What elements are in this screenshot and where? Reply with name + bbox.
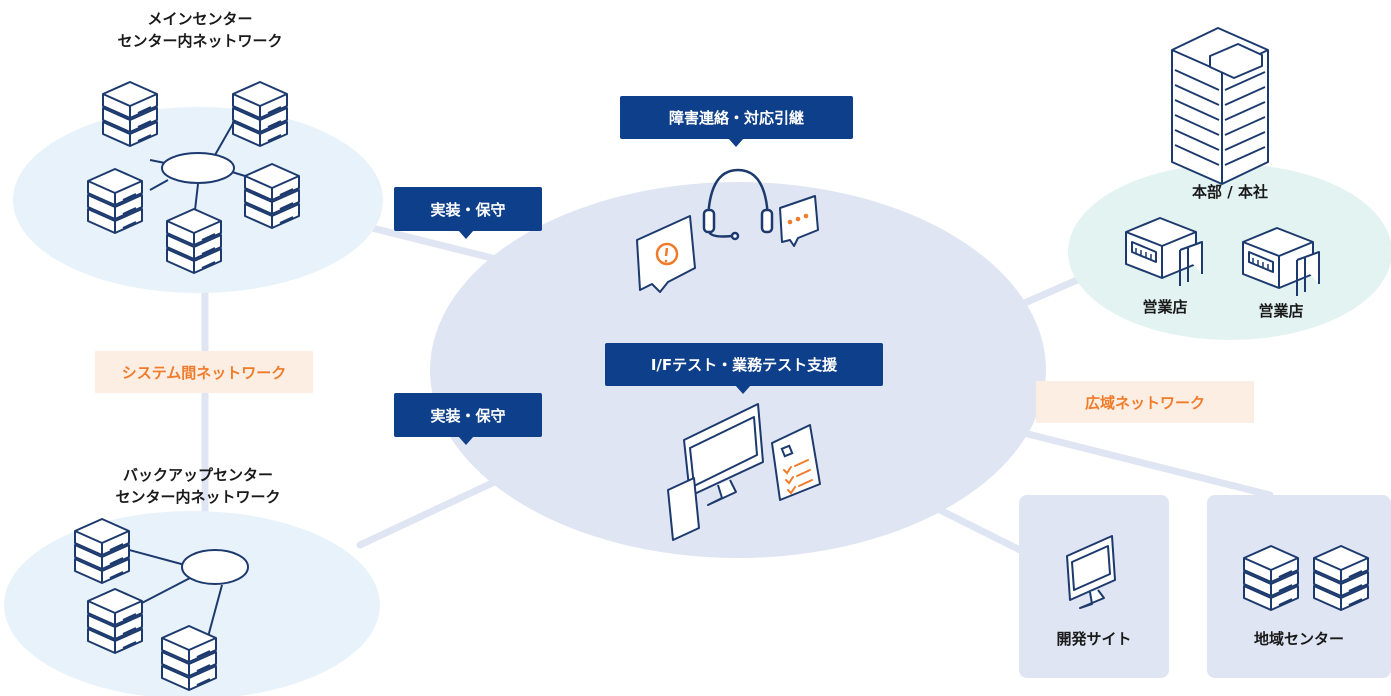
- tag-pointer: [728, 138, 744, 147]
- dev-site-label: 開発サイト: [1056, 630, 1132, 648]
- tag-pointer: [458, 230, 474, 239]
- backup-center-title-line2: センター内ネットワーク: [115, 488, 281, 506]
- branch-label-2: 営業店: [1258, 302, 1304, 320]
- incident-handover-label: 障害連絡・対応引継: [668, 109, 804, 127]
- main-center-title-line1: メインセンター: [147, 10, 253, 28]
- if-test-support-label: I/Fテスト・業務テスト支援: [650, 356, 838, 374]
- tag-pointer: [735, 385, 751, 394]
- incident-handover-tag: 障害連絡・対応引継: [620, 96, 853, 147]
- implementation-maintenance-tag-top: 実装・保守: [394, 187, 542, 239]
- wide-area-network-text: 広域ネットワーク: [1084, 393, 1205, 412]
- main-center-title-line2: センター内ネットワーク: [117, 32, 283, 50]
- implementation-maintenance-label-bottom: 実装・保守: [430, 406, 506, 425]
- tag-pointer: [458, 436, 474, 445]
- implementation-maintenance-label-top: 実装・保守: [430, 200, 506, 219]
- main-center-title: メインセンター センター内ネットワーク: [95, 8, 305, 52]
- regional-center-label: 地域センター: [1253, 630, 1344, 648]
- wide-area-network-label: 広域ネットワーク: [1036, 381, 1254, 423]
- implementation-maintenance-tag-bottom: 実装・保守: [394, 393, 542, 445]
- branch-label-1: 営業店: [1142, 298, 1188, 316]
- if-test-support-tag: I/Fテスト・業務テスト支援: [605, 343, 883, 394]
- hq-label: 本部 / 本社: [1192, 183, 1268, 201]
- system-network-text: システム間ネットワーク: [121, 363, 287, 382]
- system-network-label: システム間ネットワーク: [95, 351, 313, 393]
- backup-center-title-line1: バックアップセンター: [122, 466, 273, 484]
- backup-center-title: バックアップセンター センター内ネットワーク: [88, 464, 308, 508]
